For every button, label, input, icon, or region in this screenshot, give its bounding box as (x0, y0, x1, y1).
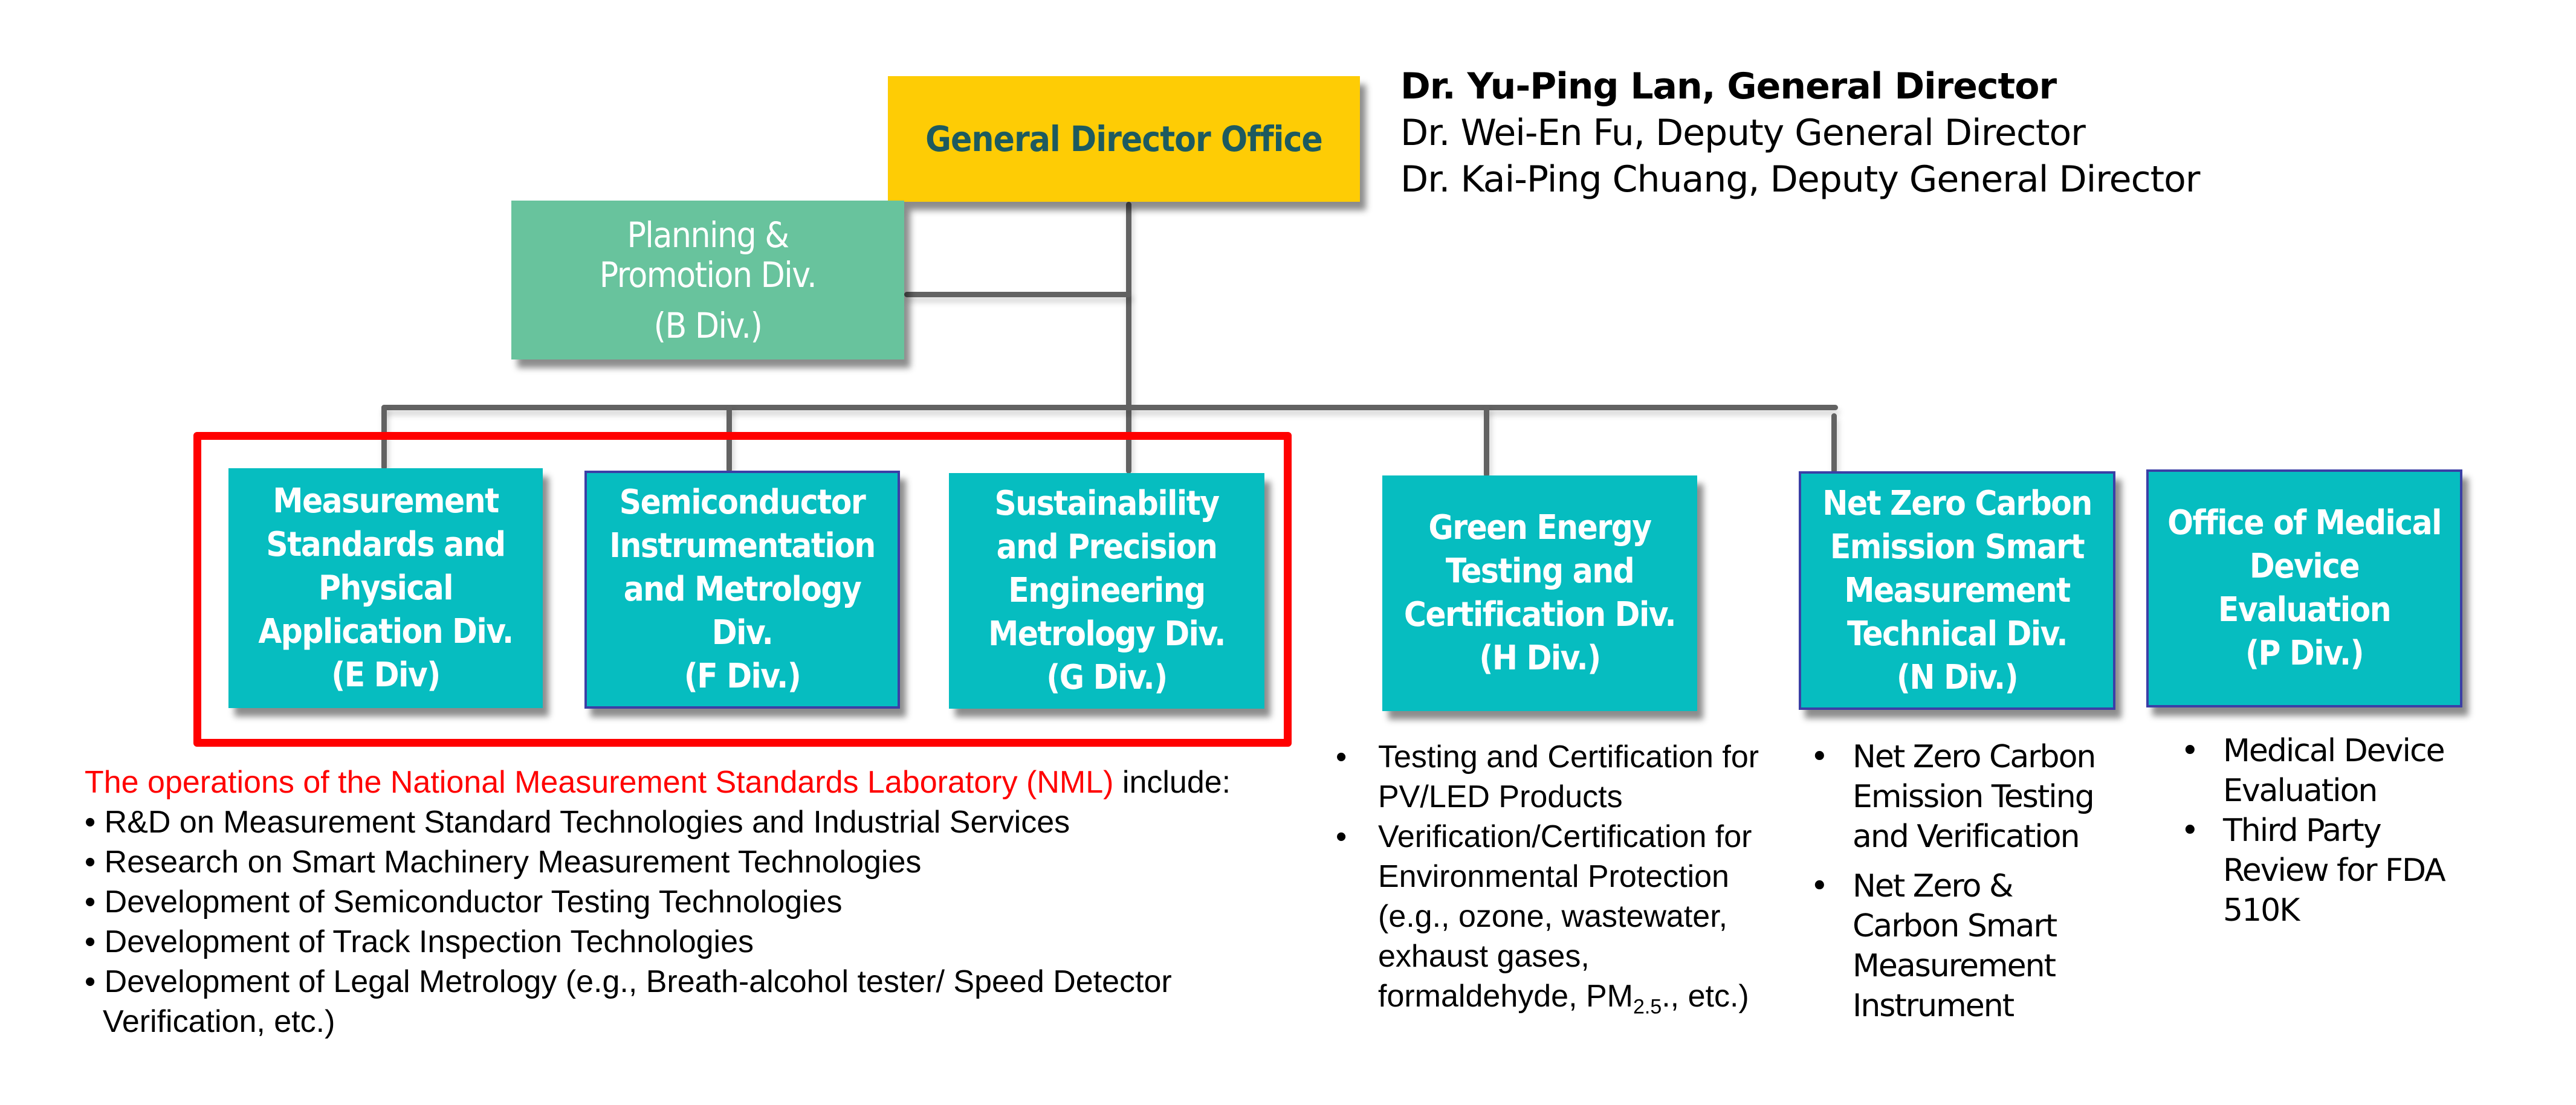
trunk-connector (1126, 202, 1131, 474)
division-code: (E Div) (331, 655, 441, 695)
bullet-icon: • (85, 884, 96, 920)
general-director-office-label: General Director Office (925, 118, 1323, 159)
division-name-line: Instrumentation (609, 526, 876, 565)
division-name-line: Physical (319, 568, 453, 608)
list-item: • R&D on Measurement Standard Technologi… (85, 805, 1070, 840)
division-name-line: Testing and (1445, 552, 1635, 591)
h-division-duties: • Testing and Certification for PV/LED P… (1336, 737, 1795, 1026)
nml-intro-highlight: The operations of the National Measureme… (85, 765, 1114, 800)
division-box-n[interactable]: Net Zero Carbon Emission Smart Measureme… (1799, 471, 2115, 710)
division-name-line: Device (2249, 547, 2360, 586)
division-name-line: Office of Medical (2167, 503, 2442, 543)
division-bus (381, 405, 1838, 410)
bullet-icon: • (2181, 733, 2199, 769)
n-division-duties: • Net Zero Carbon Emission Testing and V… (1810, 737, 2149, 1026)
list-item: • Research on Smart Machinery Measuremen… (85, 845, 922, 880)
planning-promotion-division-box[interactable]: Planning & Promotion Div. (B Div.) (511, 201, 904, 359)
division-box-h[interactable]: Green Energy Testing and Certification D… (1382, 475, 1697, 711)
division-name-line: Div. (711, 613, 774, 652)
general-director-office-box[interactable]: General Director Office (888, 76, 1360, 202)
division-code: (G Div.) (1046, 658, 1168, 697)
bullet-icon: • (85, 845, 96, 880)
pm-subscript: 2.5 (1633, 995, 1662, 1019)
bullet-icon: • (85, 805, 96, 840)
division-box-g[interactable]: Sustainability and Precision Engineering… (949, 473, 1264, 709)
connector-h (1484, 405, 1489, 477)
nml-intro-rest: include: (1113, 765, 1231, 800)
division-code: (F Div.) (684, 657, 801, 696)
list-item: • Verification/Certification for Environ… (1336, 817, 1795, 1026)
nml-operations-list: The operations of the National Measureme… (85, 762, 1231, 1042)
division-name-line: Technical Div. (1846, 614, 2068, 654)
bullet-icon: • (85, 964, 96, 999)
division-name-line: Semiconductor (619, 483, 866, 522)
list-item: • Development of Legal Metrology (e.g., … (85, 964, 1172, 999)
director-list: Dr. Yu-Ping Lan, General Director Dr. We… (1400, 63, 2200, 203)
nml-highlight-frame (193, 432, 1292, 747)
division-name-line: Standards and (266, 524, 506, 564)
division-name-line: Sustainability (994, 484, 1220, 523)
general-director-name: Dr. Yu-Ping Lan, General Director (1400, 65, 2057, 108)
planning-connector (904, 292, 1131, 297)
division-code: (N Div.) (1896, 657, 2019, 697)
division-name-line: Green Energy (1428, 508, 1652, 547)
division-name-line: and Precision (996, 527, 1218, 567)
p-division-duties: • Medical Device Evaluation • Third Part… (2181, 731, 2519, 930)
division-name-line: Emission Smart (1830, 527, 2085, 567)
division-name-line: Application Div. (258, 611, 514, 651)
division-name-line: and Metrology (623, 570, 862, 609)
division-name-line: Metrology Div. (988, 614, 1226, 654)
division-code: (H Div.) (1479, 639, 1601, 678)
bullet-icon: • (1810, 868, 1829, 904)
bullet-icon: • (2181, 813, 2199, 849)
division-box-f[interactable]: Semiconductor Instrumentation and Metrol… (584, 471, 900, 709)
division-name-line: Certification Div. (1403, 595, 1677, 634)
division-name-line: Measurement (1844, 570, 2071, 610)
list-item: • Development of Track Inspection Techno… (85, 924, 754, 959)
list-item: • Testing and Certification for PV/LED P… (1336, 737, 1795, 817)
deputy-director-2-name: Dr. Kai-Ping Chuang, Deputy General Dire… (1400, 158, 2200, 201)
bullet-icon: • (1336, 739, 1347, 775)
list-item: • Net Zero Carbon Emission Testing and V… (1810, 737, 2149, 857)
list-item: • Net Zero & Carbon Smart Measurement In… (1810, 866, 2149, 1026)
division-name-line: Measurement (273, 481, 499, 521)
list-item: • Development of Semiconductor Testing T… (85, 884, 843, 920)
bullet-icon: • (1810, 739, 1829, 775)
division-name-line: Evaluation (2218, 590, 2392, 630)
list-item: • Medical Device Evaluation (2181, 731, 2519, 811)
division-code: (B Div.) (653, 304, 763, 346)
nml-intro: The operations of the National Measureme… (85, 762, 1231, 802)
division-code: (P Div.) (2245, 634, 2364, 673)
deputy-director-1-name: Dr. Wei-En Fu, Deputy General Director (1400, 112, 2086, 154)
connector-n (1831, 413, 1837, 474)
division-box-p[interactable]: Office of Medical Device Evaluation (P D… (2146, 469, 2462, 707)
division-box-e[interactable]: Measurement Standards and Physical Appli… (228, 468, 543, 708)
division-name-line: Planning & (627, 214, 789, 256)
list-item-continuation: Verification, etc.) (103, 1004, 335, 1039)
list-item: • Third Party Review for FDA 510K (2181, 811, 2519, 930)
bullet-icon: • (1336, 819, 1347, 854)
division-name-line: Promotion Div. (599, 254, 817, 295)
division-name-line: Net Zero Carbon (1822, 483, 2092, 523)
bullet-icon: • (85, 924, 96, 959)
division-name-line: Engineering (1008, 571, 1206, 610)
